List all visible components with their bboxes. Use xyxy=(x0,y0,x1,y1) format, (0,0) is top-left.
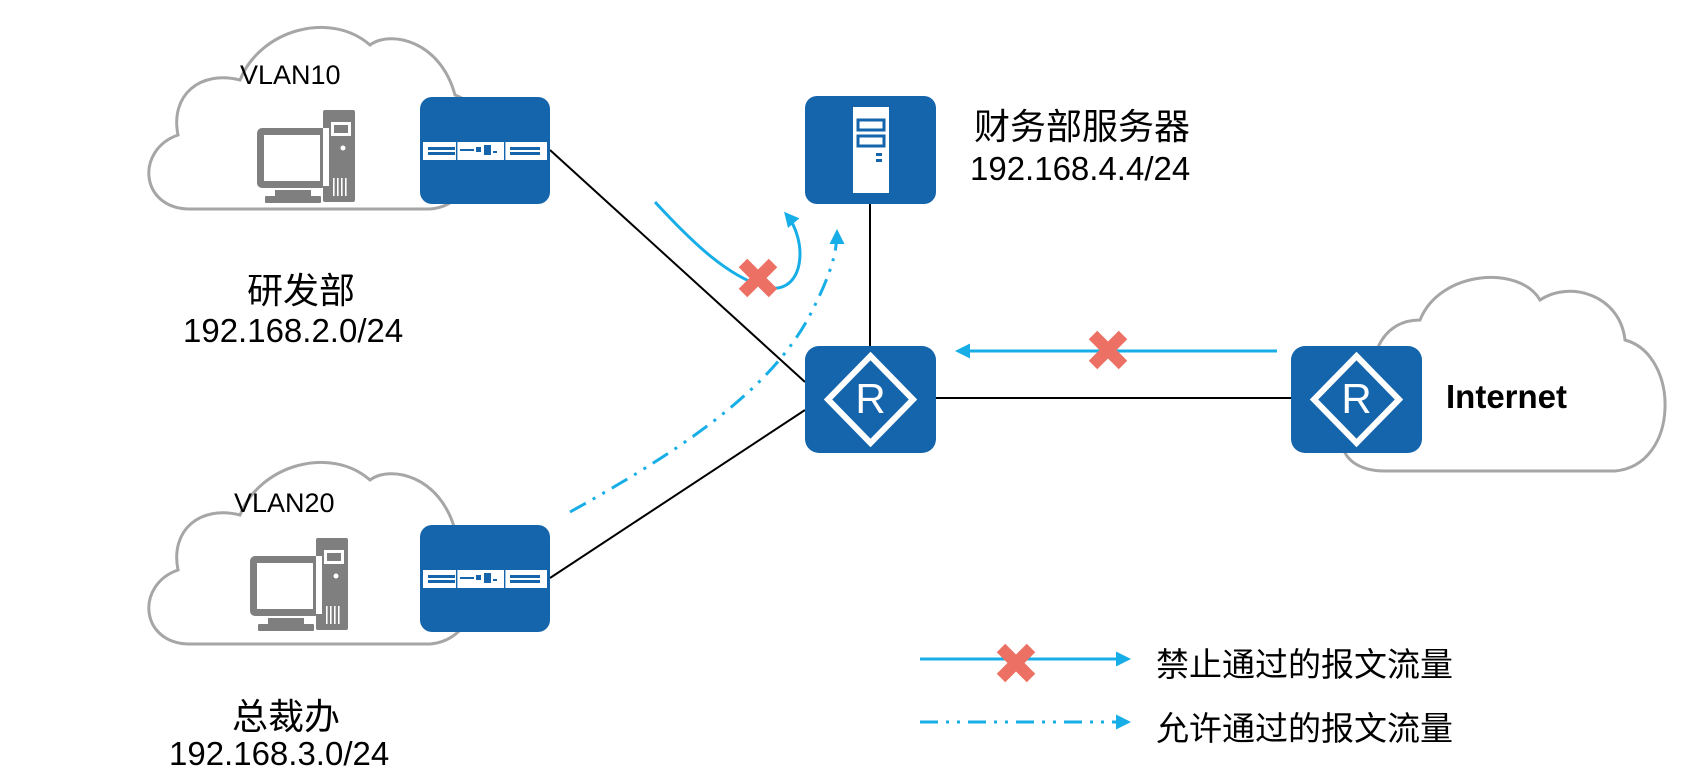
x-mark-icon xyxy=(743,263,773,293)
server-name: 财务部服务器 xyxy=(974,107,1191,148)
segment-name-rd: 研发部 xyxy=(247,271,356,312)
link-switch1-router xyxy=(549,149,806,383)
vlan20-label: VLAN20 xyxy=(234,488,335,518)
x-mark-icon xyxy=(1001,648,1031,678)
segment-subnet-ceo: 192.168.3.0/24 xyxy=(169,735,390,772)
segment-subnet-rd: 192.168.2.0/24 xyxy=(183,312,404,349)
router-icon-internet[interactable] xyxy=(1291,346,1422,453)
legend xyxy=(920,648,1131,730)
flow-blocked-vlan10-to-server xyxy=(653,200,802,290)
server-icon[interactable] xyxy=(805,96,936,204)
switch-icon-vlan10[interactable] xyxy=(420,97,550,204)
router-icon-core[interactable] xyxy=(805,346,936,453)
legend-allowed-label: 允许通过的报文流量 xyxy=(1156,709,1453,748)
legend-blocked-label: 禁止通过的报文流量 xyxy=(1156,645,1453,684)
segment-name-ceo: 总裁办 xyxy=(232,697,341,738)
switch-icon-vlan20[interactable] xyxy=(420,525,550,632)
link-switch2-router xyxy=(549,409,806,579)
internet-label: Internet xyxy=(1446,378,1568,415)
vlan10-label: VLAN10 xyxy=(240,60,341,90)
server-ip: 192.168.4.4/24 xyxy=(970,150,1191,187)
